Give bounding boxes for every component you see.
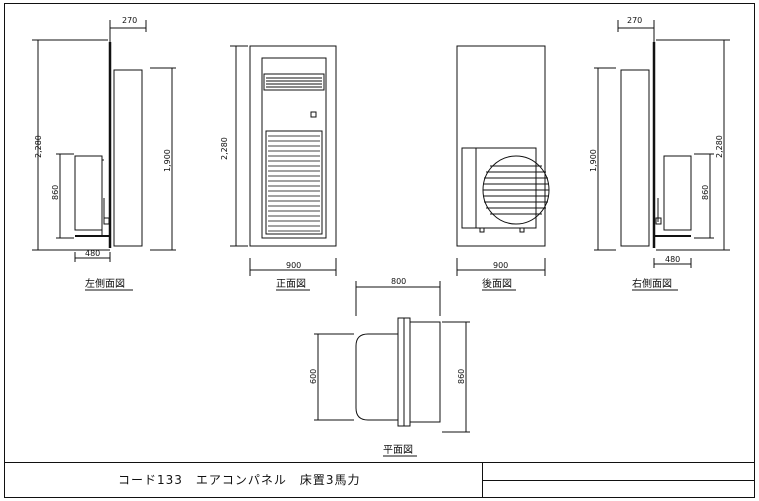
drawing-title: コード133 エアコンパネル 床置3馬力 [118,473,361,487]
back-view: 900 後面図 [456,45,550,291]
right-side-caption: 右側面図 [632,277,672,290]
plan-caption: 平面図 [383,444,413,456]
front-filter-pattern [268,135,320,232]
right-dim-2280: 2,280 [715,135,724,158]
plan-view: 800 600 860 平面図 [309,277,470,457]
front-caption: 正面図 [276,278,306,290]
title-block: コード133 エアコンパネル 床置3馬力 [4,462,755,498]
back-dim-900: 900 [493,261,508,270]
right-dim-270: 270 [627,16,642,25]
plan-dim-600: 600 [309,369,318,384]
left-dim-2280: 2,280 [34,135,43,158]
left-dim-860: 860 [51,185,60,200]
sheet-border [4,3,755,498]
back-caption: 後面図 [482,277,512,290]
right-dim-480: 480 [665,255,680,264]
left-dim-270: 270 [122,16,137,25]
right-dim-1900: 1,900 [589,149,598,172]
front-dim-900: 900 [286,261,301,270]
left-dim-480: 480 [85,249,100,258]
left-side-view: 270 2,280 860 1,900 480 左側面図 [32,16,176,291]
plan-dim-800: 800 [391,277,406,286]
left-side-caption: 左側面図 [85,277,125,290]
right-side-view: 270 1,900 2,280 860 480 右側面図 [589,16,730,291]
right-dim-860: 860 [701,185,710,200]
front-dim-2280: 2,280 [220,137,229,160]
back-fan-grille [483,165,549,215]
front-view: 2,280 900 正面図 [220,45,337,291]
plan-dim-860: 860 [457,369,466,384]
left-dim-1900: 1,900 [163,149,172,172]
